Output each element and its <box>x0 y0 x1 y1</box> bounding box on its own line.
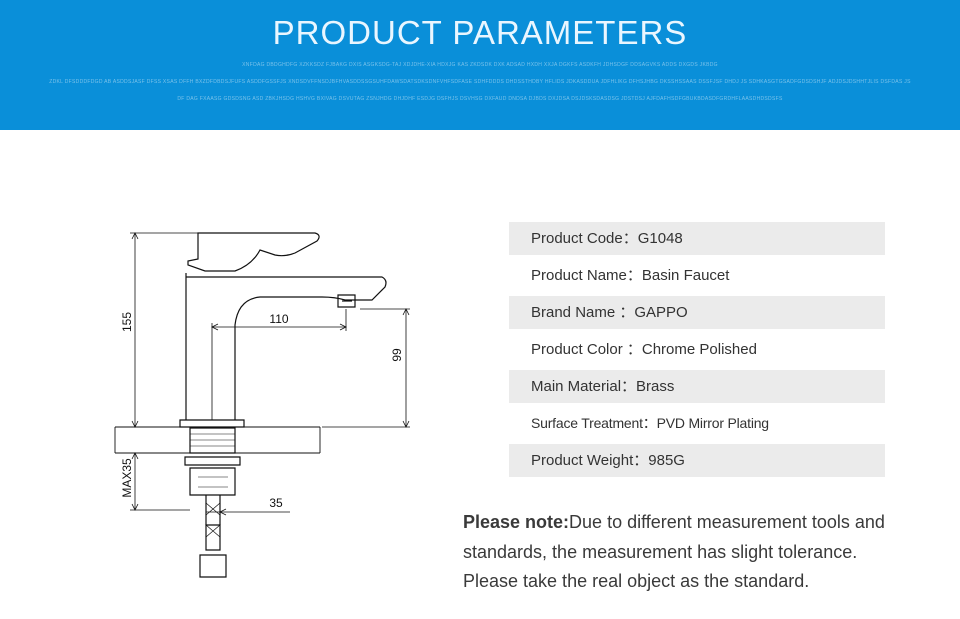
dim-spout-height-label: 99 <box>390 348 404 362</box>
param-row-product-color: Product Color ：Chrome Polished <box>509 333 885 366</box>
faucet-body <box>185 273 387 420</box>
param-value: G1048 <box>637 230 683 247</box>
header-banner: PRODUCT PARAMETERS XNFDAG DBDGHDFG XZKKS… <box>0 0 960 130</box>
note-line-2: standards, the measurement has slight to… <box>463 541 858 562</box>
dim-height-total-label: 155 <box>120 312 134 332</box>
param-label: Main Material： <box>531 378 637 395</box>
faucet-base <box>179 419 245 428</box>
param-label: Product Color ： <box>531 341 642 358</box>
note-line-3: Please take the real object as the stand… <box>463 571 810 591</box>
param-label: Product Code： <box>531 230 638 247</box>
faucet-technical-drawing: 155 110 99 MAX35 35 <box>110 225 430 585</box>
faucet-handle <box>187 232 320 272</box>
banner-fine-text: ZDKL DFSDDDFDGD AB ASDDSJASF DFSS XSAS D… <box>49 79 911 85</box>
param-label: Surface Treatment： <box>531 415 657 431</box>
param-row-product-weight: Product Weight：985G <box>509 444 885 477</box>
faucet-aerator <box>337 294 356 308</box>
mount-washer <box>184 456 241 466</box>
hose-connector <box>199 554 227 578</box>
param-value: Brass <box>636 378 675 395</box>
param-value: 985G <box>648 452 685 469</box>
measurement-note: Please note:Due to different measurement… <box>463 508 933 597</box>
dim-max-thickness-label: MAX35 <box>120 458 134 498</box>
param-row-surface-treatment: Surface Treatment：PVD Mirror Plating <box>509 407 885 440</box>
param-value: Basin Faucet <box>641 267 730 284</box>
param-value: Chrome Polished <box>641 341 757 358</box>
banner-fine-text: XNFDAG DBDGHDFG XZKKSDZ FJBAKG DXIS ASGK… <box>242 62 718 68</box>
page-title: PRODUCT PARAMETERS <box>272 14 688 51</box>
mount-thread <box>189 427 236 454</box>
faucet-diagram: 155 110 99 MAX35 35 <box>114 232 410 578</box>
banner-fine-text: DF DAG FXAASG GDSDSNG ASD ZBKJHSDG HSHVG… <box>177 96 783 102</box>
mount-nut <box>189 467 236 496</box>
faucet-outline <box>114 232 387 578</box>
supply-hose <box>205 495 221 525</box>
dimension-lines <box>130 232 410 516</box>
param-label: Product Name： <box>531 267 642 284</box>
param-label: Brand Name ： <box>531 304 635 321</box>
param-row-product-code: Product Code：G1048 <box>509 222 885 255</box>
product-parameters-table: Product Code：G1048 Product Name：Basin Fa… <box>509 222 885 481</box>
note-lead: Please note: <box>463 512 570 532</box>
counter-top <box>114 426 321 454</box>
param-value: GAPPO <box>634 304 688 321</box>
param-label: Product Weight： <box>531 452 649 469</box>
param-row-brand-name: Brand Name ：GAPPO <box>509 296 885 329</box>
note-line-1: Please note:Due to different measurement… <box>463 508 933 538</box>
note-text-1: Due to different measurement tools and <box>569 512 885 532</box>
param-row-product-name: Product Name：Basin Faucet <box>509 259 885 292</box>
dim-spout-length-label: 110 <box>269 312 288 326</box>
param-value: PVD Mirror Plating <box>656 415 770 431</box>
dim-thread-label: 35 <box>269 496 283 510</box>
param-row-main-material: Main Material：Brass <box>509 370 885 403</box>
